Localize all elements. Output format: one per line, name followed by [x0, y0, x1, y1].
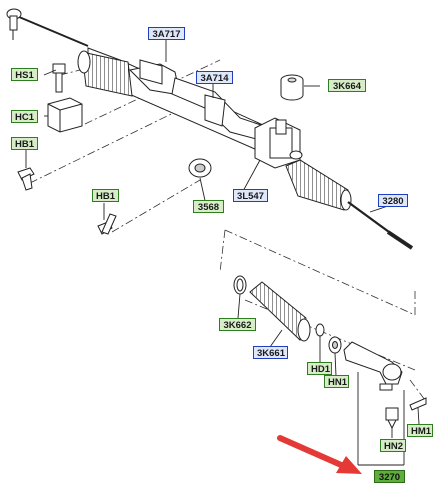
label-3a717[interactable]: 3A717 — [148, 27, 185, 40]
label-3k661[interactable]: 3K661 — [253, 346, 288, 359]
label-hc1[interactable]: HC1 — [11, 110, 38, 123]
label-hb1-lower[interactable]: HB1 — [92, 189, 119, 202]
rack-housing — [87, 47, 303, 169]
pin-hm1 — [409, 397, 427, 411]
bolt-hb1-upper — [17, 167, 35, 191]
nut-hn2 — [385, 407, 399, 430]
label-leaders — [25, 39, 420, 466]
left-tie-rod-end — [6, 8, 89, 47]
bolt-hs1 — [52, 63, 66, 93]
right-boot — [285, 159, 352, 211]
insulator-3k664 — [280, 74, 304, 101]
clamp-hc1 — [47, 97, 83, 133]
label-hd1[interactable]: HD1 — [307, 362, 332, 375]
label-3l547[interactable]: 3L547 — [233, 189, 268, 202]
left-boot — [77, 50, 133, 97]
label-hs1[interactable]: HS1 — [11, 68, 38, 81]
label-3270-highlighted[interactable]: 3270 — [374, 470, 405, 483]
ring-hd1 — [315, 323, 325, 337]
nut-hn1 — [328, 336, 342, 354]
label-3a714[interactable]: 3A714 — [196, 71, 233, 84]
label-3568[interactable]: 3568 — [193, 200, 224, 213]
bush-3568 — [188, 158, 212, 178]
outer-tie-rod-end-3270 — [343, 341, 403, 391]
label-hm1[interactable]: HM1 — [407, 424, 433, 437]
clip-3k662 — [233, 275, 247, 295]
boot-3k661 — [249, 281, 311, 342]
label-3280[interactable]: 3280 — [378, 194, 408, 207]
label-hn2[interactable]: HN2 — [380, 439, 406, 452]
label-hb1-upper[interactable]: HB1 — [11, 137, 38, 150]
label-3k664[interactable]: 3K664 — [328, 79, 366, 92]
red-arrow-indicator — [277, 435, 362, 474]
label-3k662[interactable]: 3K662 — [219, 318, 256, 331]
inner-tie-rod — [347, 201, 414, 250]
bolt-hb1-lower — [97, 213, 117, 235]
label-hn1[interactable]: HN1 — [324, 375, 349, 388]
